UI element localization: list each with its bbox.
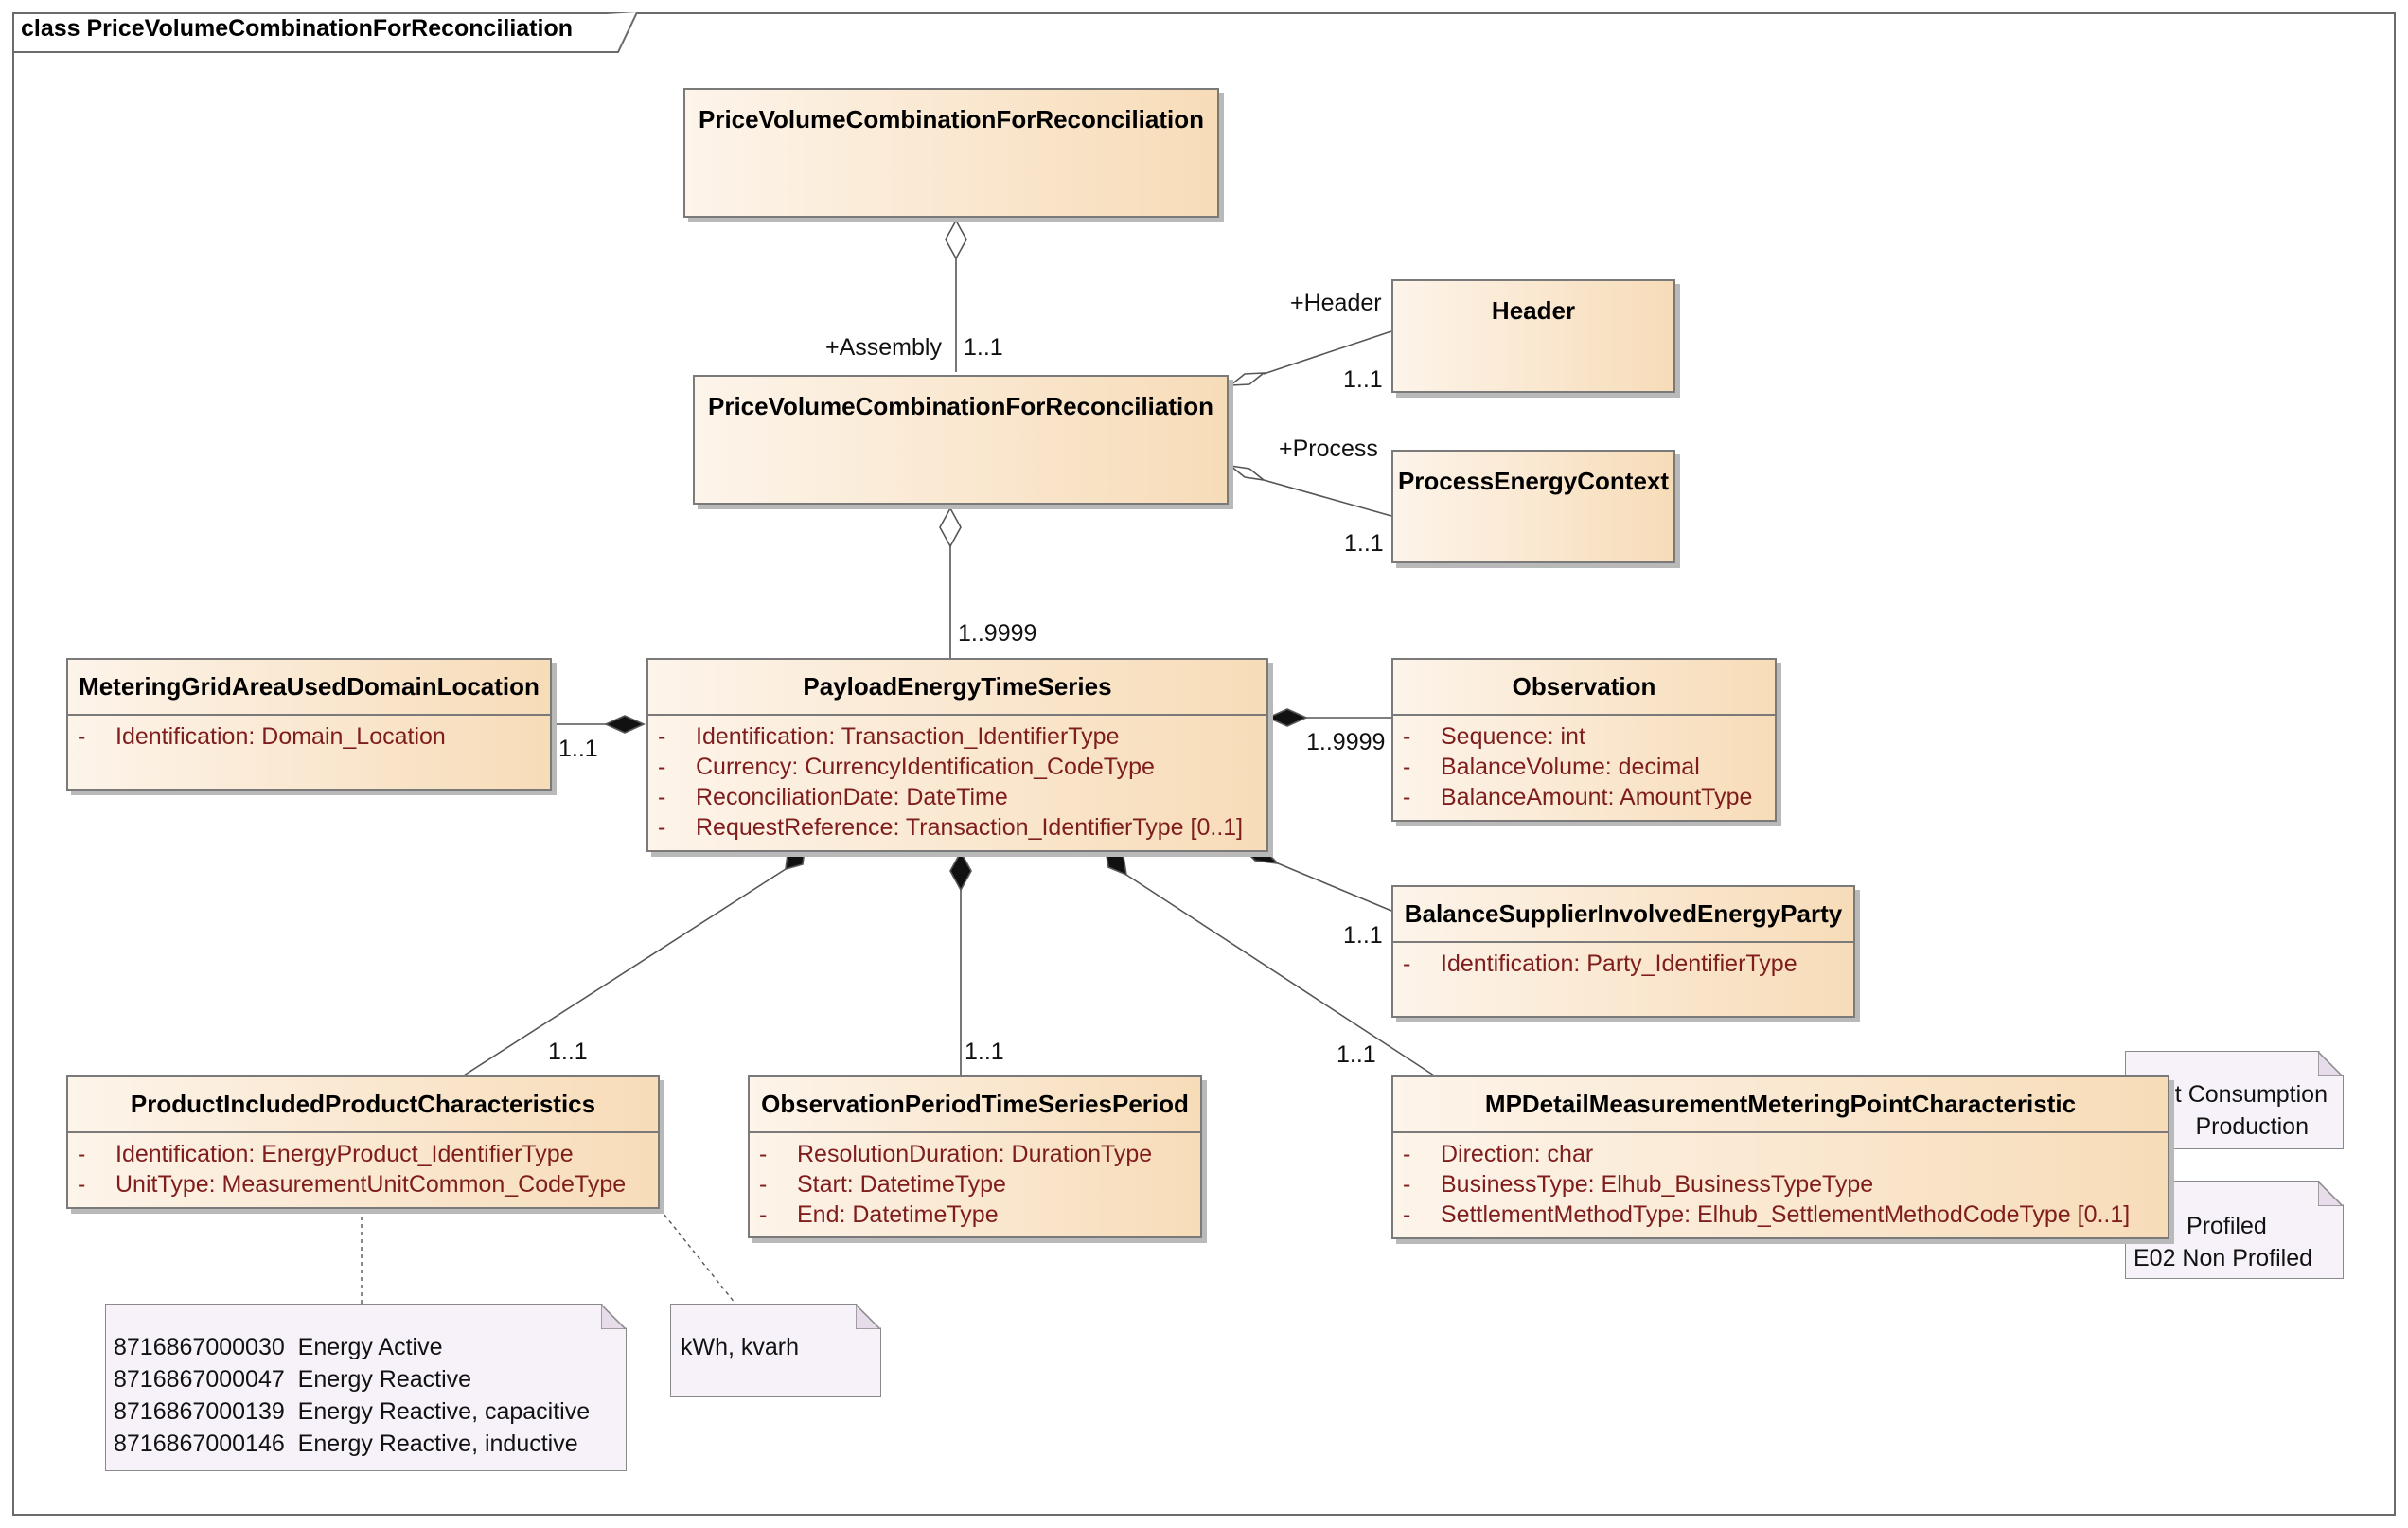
attribute: -Direction: char bbox=[1403, 1141, 1594, 1167]
supplier-line bbox=[1277, 862, 1392, 912]
class-name: Header bbox=[1491, 296, 1576, 325]
observation-multiplicity: 1..9999 bbox=[1306, 729, 1386, 755]
note-fold-icon bbox=[601, 1305, 626, 1329]
process-multiplicity: 1..1 bbox=[1344, 530, 1384, 557]
note-product-codes[interactable]: 8716867000030 Energy Active 871686700004… bbox=[105, 1304, 627, 1471]
period-multiplicity: 1..1 bbox=[965, 1039, 1004, 1065]
attribute: -SettlementMethodType: Elhub_SettlementM… bbox=[1403, 1201, 2131, 1228]
header-line bbox=[1263, 330, 1392, 375]
note-anchor-units bbox=[659, 1208, 736, 1305]
process-line bbox=[1263, 479, 1392, 517]
process-role-label: +Process bbox=[1279, 435, 1378, 462]
attribute: -Currency: CurrencyIdentification_CodeTy… bbox=[658, 754, 1155, 780]
note-line: 8716867000047 Energy Reactive bbox=[114, 1366, 472, 1393]
note-line: t Consumption bbox=[2174, 1081, 2328, 1108]
attribute: -ReconciliationDate: DateTime bbox=[658, 784, 1008, 810]
class-observation[interactable]: Observation -Sequence: int -BalanceVolum… bbox=[1391, 658, 1777, 822]
class-process-energy-context[interactable]: ProcessEnergyContext bbox=[1391, 450, 1675, 563]
attribute: -BalanceAmount: AmountType bbox=[1403, 784, 1753, 810]
attribute: -End: DatetimeType bbox=[759, 1201, 999, 1228]
attribute: -Identification: Party_IdentifierType bbox=[1403, 951, 1797, 977]
frame-title: class PriceVolumeCombinationForReconcili… bbox=[21, 15, 573, 42]
product-line bbox=[463, 868, 787, 1076]
product-multiplicity: 1..1 bbox=[548, 1039, 588, 1065]
attribute: -Identification: EnergyProduct_Identifie… bbox=[78, 1141, 574, 1167]
header-multiplicity: 1..1 bbox=[1343, 366, 1383, 393]
payload-multiplicity: 1..9999 bbox=[958, 620, 1037, 647]
class-name: ObservationPeriodTimeSeriesPeriod bbox=[750, 1077, 1200, 1133]
note-line: kWh, kvarh bbox=[681, 1334, 800, 1360]
attribute: -RequestReference: Transaction_Identifie… bbox=[658, 814, 1244, 841]
aggregation-diamond-header bbox=[1228, 372, 1266, 386]
supplier-multiplicity: 1..1 bbox=[1343, 922, 1383, 949]
class-observation-period[interactable]: ObservationPeriodTimeSeriesPeriod -Resol… bbox=[748, 1075, 1202, 1238]
composition-diamond-product bbox=[785, 847, 806, 871]
class-mp-detail[interactable]: MPDetailMeasurementMeteringPointCharacte… bbox=[1391, 1075, 2169, 1239]
class-name: ProductIncludedProductCharacteristics bbox=[68, 1077, 658, 1133]
note-line: Profiled bbox=[2187, 1213, 2267, 1239]
class-name: ProcessEnergyContext bbox=[1397, 467, 1670, 495]
composition-diamond-period bbox=[949, 850, 972, 892]
class-metering-grid-area[interactable]: MeteringGridAreaUsedDomainLocation -Iden… bbox=[66, 658, 552, 791]
class-name: PriceVolumeCombinationForReconciliation bbox=[707, 392, 1214, 420]
note-line: Production bbox=[2195, 1113, 2309, 1140]
class-name: BalanceSupplierInvolvedEnergyParty bbox=[1393, 887, 1853, 943]
composition-diamond-mp bbox=[1104, 847, 1128, 877]
class-root-price-volume[interactable]: PriceVolumeCombinationForReconciliation bbox=[683, 88, 1219, 218]
frame-tab bbox=[12, 12, 637, 53]
note-fold-icon bbox=[2318, 1182, 2343, 1206]
attribute: -Identification: Transaction_IdentifierT… bbox=[658, 723, 1120, 750]
assembly-multiplicity: 1..1 bbox=[964, 334, 1003, 361]
mp-multiplicity: 1..1 bbox=[1337, 1041, 1376, 1068]
composition-diamond-metering bbox=[604, 715, 646, 734]
attribute: -BusinessType: Elhub_BusinessTypeType bbox=[1403, 1171, 1874, 1198]
class-product-characteristics[interactable]: ProductIncludedProductCharacteristics -I… bbox=[66, 1075, 660, 1209]
note-line: 8716867000030 Energy Active bbox=[114, 1334, 443, 1360]
class-name: MeteringGridAreaUsedDomainLocation bbox=[68, 660, 550, 716]
composition-diamond-observation bbox=[1266, 708, 1308, 727]
attribute: -Identification: Domain_Location bbox=[78, 723, 446, 750]
note-line: 8716867000146 Energy Reactive, inductive bbox=[114, 1430, 578, 1457]
attribute: -UnitType: MeasurementUnitCommon_CodeTyp… bbox=[78, 1171, 627, 1198]
aggregation-diamond-root bbox=[945, 219, 967, 260]
class-name: MPDetailMeasurementMeteringPointCharacte… bbox=[1393, 1077, 2168, 1133]
aggregation-diamond-main bbox=[939, 506, 962, 548]
note-units[interactable]: kWh, kvarh bbox=[670, 1304, 881, 1397]
note-line: E02 Non Profiled bbox=[2134, 1245, 2313, 1271]
diagram-frame bbox=[12, 12, 2396, 1516]
header-role-label: +Header bbox=[1290, 290, 1382, 316]
class-name: Observation bbox=[1393, 660, 1775, 716]
attribute: -Sequence: int bbox=[1403, 723, 1585, 750]
mp-line bbox=[1125, 874, 1435, 1076]
class-balance-supplier[interactable]: BalanceSupplierInvolvedEnergyParty -Iden… bbox=[1391, 885, 1855, 1018]
aggregation-diamond-process bbox=[1228, 464, 1266, 482]
note-line: 8716867000139 Energy Reactive, capacitiv… bbox=[114, 1398, 591, 1425]
assembly-role-label: +Assembly bbox=[825, 334, 942, 361]
class-header[interactable]: Header bbox=[1391, 279, 1675, 393]
class-name: PriceVolumeCombinationForReconciliation bbox=[698, 105, 1205, 133]
class-price-volume[interactable]: PriceVolumeCombinationForReconciliation bbox=[693, 375, 1229, 505]
class-name: PayloadEnergyTimeSeries bbox=[648, 660, 1266, 716]
attribute: -ResolutionDuration: DurationType bbox=[759, 1141, 1153, 1167]
metering-multiplicity: 1..1 bbox=[558, 736, 598, 762]
attribute: -Start: DatetimeType bbox=[759, 1171, 1006, 1198]
note-fold-icon bbox=[2318, 1052, 2343, 1076]
attribute: -BalanceVolume: decimal bbox=[1403, 754, 1700, 780]
note-fold-icon bbox=[856, 1305, 880, 1329]
class-payload-energy-time-series[interactable]: PayloadEnergyTimeSeries -Identification:… bbox=[646, 658, 1268, 852]
